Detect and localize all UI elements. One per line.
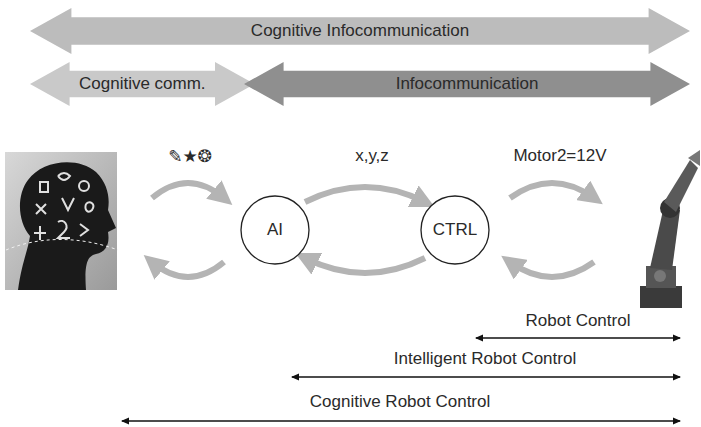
range-label: Intelligent Robot Control — [394, 349, 576, 369]
signal-label: Motor2=12V — [513, 146, 606, 166]
cycle-arrows — [152, 183, 224, 277]
cycle-arrow — [305, 187, 425, 202]
cycle-arrow — [305, 258, 425, 273]
module-circle: AI — [240, 195, 310, 265]
node-text: Cognitive Infocommunication — [251, 21, 469, 41]
symbol-label: ✎★❂ — [168, 146, 212, 167]
node-text: Infocommunication — [396, 74, 539, 94]
range-arrows — [122, 338, 680, 421]
scope-arrow: Infocommunication — [244, 62, 690, 106]
node-text: AI — [267, 220, 283, 240]
head-illustration — [5, 152, 118, 290]
module-circle: CTRL — [420, 195, 490, 265]
range-label: Robot Control — [526, 311, 631, 331]
scope-arrow: Cognitive comm. — [30, 62, 255, 106]
cycle-arrows — [510, 183, 594, 277]
range-label: Cognitive Robot Control — [310, 392, 490, 412]
node-text: Cognitive comm. — [79, 74, 206, 94]
scope-arrow: Cognitive Infocommunication — [30, 8, 690, 54]
signal-label: x,y,z — [355, 146, 389, 166]
robot-illustration — [640, 150, 700, 308]
node-text: CTRL — [433, 220, 477, 240]
